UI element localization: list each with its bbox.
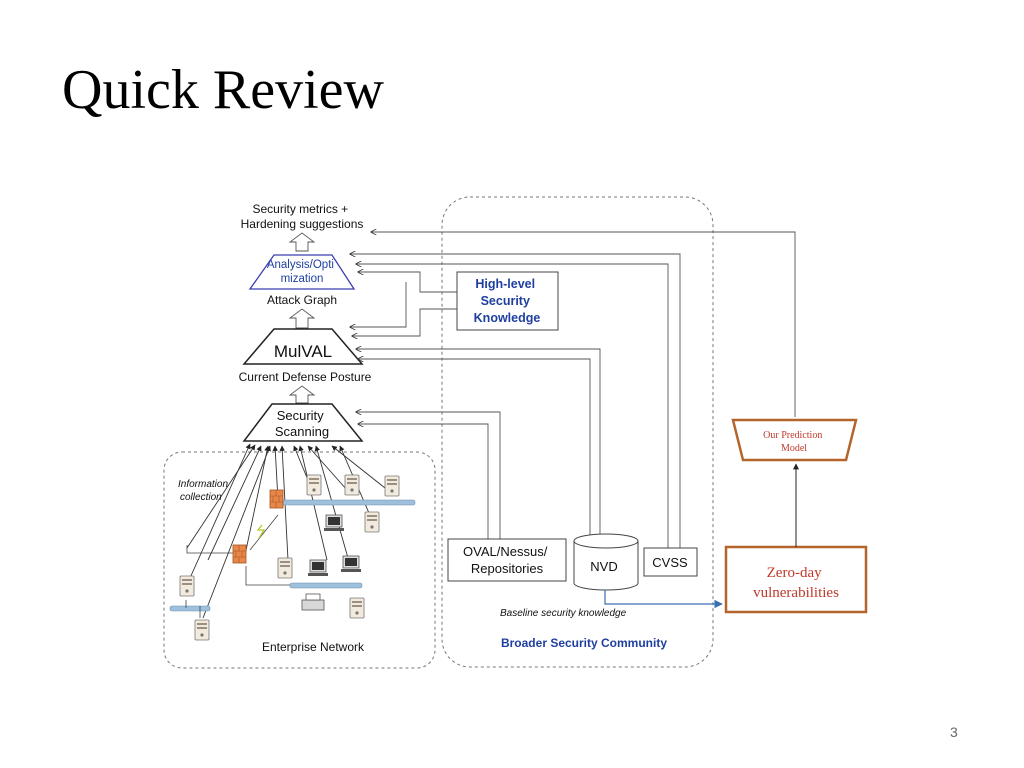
server-icon (194, 619, 210, 641)
page-number: 3 (950, 724, 958, 740)
mulval-trapezoid (242, 328, 364, 365)
feedback-connectors (350, 232, 796, 548)
server-icon (306, 474, 322, 496)
info-collection-label: Information collection (178, 479, 231, 503)
network-bus-top (276, 499, 416, 506)
server-icon (344, 474, 360, 496)
high-level-knowledge-box (456, 271, 559, 331)
workstation-icon (340, 555, 362, 573)
nvd-database (573, 533, 639, 591)
workstation-icon (307, 559, 329, 577)
up-arrow-2 (288, 308, 316, 329)
workstation-icon (323, 514, 345, 532)
server-icon (384, 475, 400, 497)
cvss-box (643, 547, 698, 577)
baseline-label: Baseline security knowledge (500, 608, 627, 619)
scanning-label: Security Scanning (275, 408, 329, 439)
zero-day-box (724, 545, 868, 614)
oval-label: OVAL/Nessus/ Repositories (463, 544, 551, 576)
wireless-link-icon (256, 524, 266, 539)
prediction-trapezoid (731, 418, 858, 462)
prediction-label: Our Prediction Model (763, 430, 825, 454)
nvd-label: NVD (590, 559, 617, 574)
broader-community-region (441, 196, 714, 668)
mulval-label: MulVAL (274, 342, 332, 361)
firewall-icon (269, 489, 284, 509)
zero-day-label: Zero-day vulnerabilities (753, 565, 839, 601)
firewall-icon (232, 544, 247, 564)
network-bus-middle (289, 582, 363, 589)
enterprise-network-region (163, 451, 436, 669)
high-level-knowledge-label: High-level Security Knowledge (474, 277, 541, 325)
community-label: Broader Security Community (501, 636, 667, 650)
server-icon (179, 575, 195, 597)
server-icon (349, 597, 365, 619)
server-icon (364, 511, 380, 533)
output-label: Security metrics + Hardening suggestions (241, 202, 364, 231)
network-bus-left (169, 605, 211, 612)
up-arrow-3 (288, 385, 316, 404)
information-collection-lines (186, 443, 386, 619)
slide-title: Quick Review (62, 59, 384, 121)
scanning-trapezoid (242, 403, 364, 442)
enterprise-wiring (185, 514, 290, 618)
server-icon (277, 557, 293, 579)
analysis-label: Analysis/Opti mization (267, 259, 337, 285)
baseline-arrow (604, 590, 723, 609)
oval-box (447, 538, 567, 582)
up-arrow-1 (288, 232, 316, 252)
attack-graph-label: Attack Graph (267, 293, 337, 307)
cvss-label: CVSS (652, 555, 688, 570)
printer-icon (301, 593, 325, 611)
analysis-trapezoid (248, 254, 356, 290)
enterprise-network-label: Enterprise Network (262, 640, 365, 654)
posture-label: Current Defense Posture (239, 370, 372, 384)
